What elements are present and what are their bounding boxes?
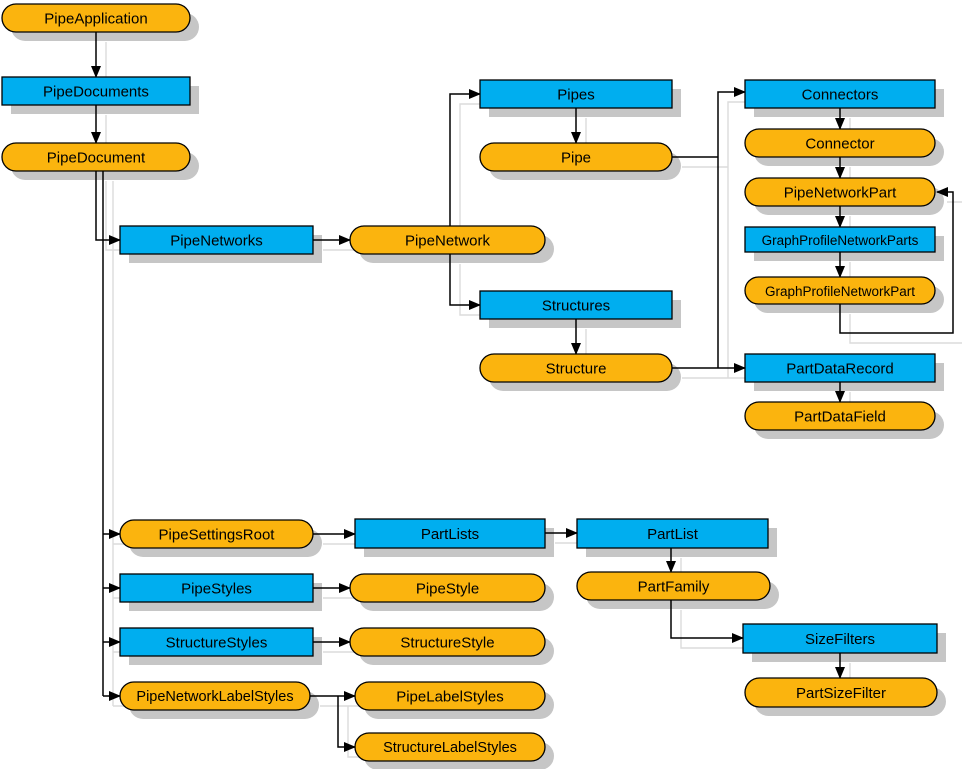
- node-pipes[interactable]: Pipes: [479, 79, 673, 109]
- object-pill-shape: [349, 573, 546, 603]
- connector-lines: [91, 32, 954, 752]
- collection-rect-shape: [119, 573, 314, 603]
- edge-shadow: [459, 103, 490, 236]
- node-connector[interactable]: Connector: [744, 128, 936, 158]
- collection-rect-shape: [742, 623, 938, 654]
- diagram-nodes: PipeApplicationPipeDocumentsPipeDocument…: [1, 3, 938, 762]
- object-pill-shape: [744, 128, 936, 158]
- collection-rect-shape: [479, 79, 673, 109]
- node-structurelabelstyles[interactable]: StructureLabelStyles: [354, 732, 546, 762]
- node-pipeapplication[interactable]: PipeApplication: [1, 3, 191, 33]
- node-pipedocument[interactable]: PipeDocument: [1, 142, 191, 172]
- node-graphprofilenetworkparts[interactable]: GraphProfileNetworkParts: [744, 226, 936, 253]
- node-pipesettingsroot[interactable]: PipeSettingsRoot: [119, 519, 314, 549]
- node-pipenetwork[interactable]: PipeNetwork: [349, 225, 546, 255]
- object-pill-shape: [119, 519, 314, 549]
- object-pill-shape: [744, 177, 936, 207]
- object-pill-shape: [1, 142, 191, 172]
- edge-partfamily-to-sizefilters: [670, 600, 744, 643]
- edge-graphprofilenetworkpart-to-pipenetworkpart: [839, 187, 954, 334]
- edge-pipedocument-to-pipenetworks: [95, 171, 121, 245]
- collection-rect-shape: [479, 290, 673, 320]
- collection-rect-shape: [744, 79, 936, 109]
- collection-rect-shape: [1, 76, 191, 106]
- node-structures[interactable]: Structures: [479, 290, 673, 320]
- collection-rect-shape: [119, 627, 314, 657]
- edge-pipenetwork-to-structures: [449, 254, 481, 310]
- object-pill-shape: [479, 353, 673, 383]
- node-partdatafield[interactable]: PartDataField: [744, 401, 936, 431]
- collection-rect-shape: [119, 225, 314, 255]
- object-pill-shape: [744, 401, 936, 431]
- edge-pipenetworklabelstyles-to-structurelabelstyles: [337, 696, 356, 752]
- object-pill-shape: [576, 571, 771, 601]
- node-structure[interactable]: Structure: [479, 353, 673, 383]
- node-pipenetworklabelstyles[interactable]: PipeNetworkLabelStyles: [119, 681, 311, 711]
- object-pill-shape: [119, 681, 311, 711]
- node-pipedocuments[interactable]: PipeDocuments: [1, 76, 191, 106]
- edge-parts-trunk-to-connectors: [717, 87, 746, 368]
- edge-pipenetwork-to-pipes: [449, 89, 481, 226]
- node-graphprofilenetworkpart[interactable]: GraphProfileNetworkPart: [744, 276, 936, 305]
- node-structurestyles[interactable]: StructureStyles: [119, 627, 314, 657]
- collection-rect-shape: [744, 226, 936, 253]
- node-pipestyle[interactable]: PipeStyle: [349, 573, 546, 603]
- node-sizefilters[interactable]: SizeFilters: [742, 623, 938, 654]
- node-partlists[interactable]: PartLists: [354, 518, 546, 549]
- node-partdatarecord[interactable]: PartDataRecord: [744, 353, 936, 383]
- object-pill-shape: [744, 677, 938, 708]
- node-pipestyles[interactable]: PipeStyles: [119, 573, 314, 603]
- edge-shadow: [849, 201, 962, 344]
- object-pill-shape: [354, 681, 546, 711]
- object-pill-shape: [349, 627, 546, 657]
- node-connectors[interactable]: Connectors: [744, 79, 936, 109]
- node-structurestyle[interactable]: StructureStyle: [349, 627, 546, 657]
- object-pill-shape: [354, 732, 546, 762]
- node-pipe[interactable]: Pipe: [479, 142, 673, 172]
- node-partlist[interactable]: PartList: [576, 518, 769, 549]
- node-partsizefilter[interactable]: PartSizeFilter: [744, 677, 938, 708]
- collection-rect-shape: [744, 353, 936, 383]
- node-pipenetworkpart[interactable]: PipeNetworkPart: [744, 177, 936, 207]
- edge-shadow: [680, 610, 753, 649]
- object-pill-shape: [349, 225, 546, 255]
- collection-rect-shape: [354, 518, 546, 549]
- node-pipenetworks[interactable]: PipeNetworks: [119, 225, 314, 255]
- node-partfamily[interactable]: PartFamily: [576, 571, 771, 601]
- node-pipelabelstyles[interactable]: PipeLabelStyles: [354, 681, 546, 711]
- object-pill-shape: [744, 276, 936, 305]
- collection-rect-shape: [576, 518, 769, 549]
- object-pill-shape: [1, 3, 191, 33]
- object-pill-shape: [479, 142, 673, 172]
